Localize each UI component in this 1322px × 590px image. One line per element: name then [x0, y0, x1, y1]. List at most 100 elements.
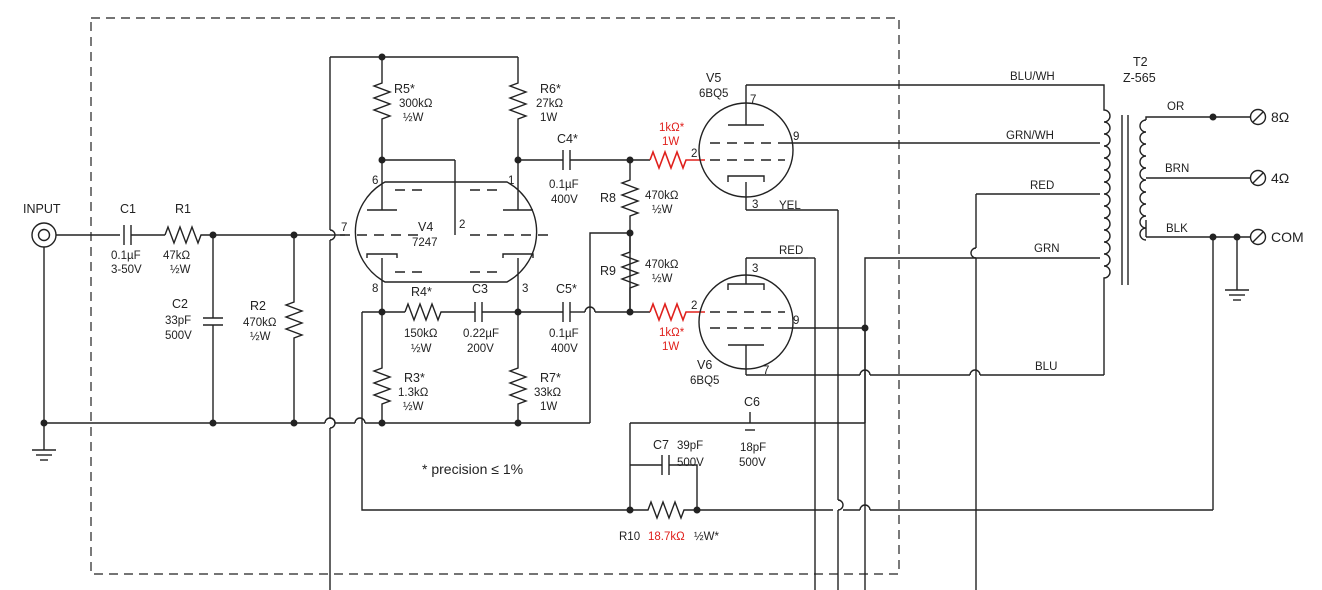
wire-or: OR	[1167, 101, 1184, 113]
c3-name: C3	[472, 282, 488, 296]
r9-rating: ½W	[652, 273, 673, 285]
resistor-r2	[284, 235, 304, 423]
resistor-r8	[620, 160, 640, 312]
r8-value: 470kΩ	[645, 190, 679, 202]
r3-value: 1.3kΩ	[398, 387, 429, 399]
r5-name: R5*	[394, 82, 415, 96]
r4-name: R4*	[411, 285, 432, 299]
v4-type: 7247	[412, 237, 438, 249]
capacitor-c7	[630, 455, 698, 510]
rg6-value: 1kΩ*	[659, 327, 685, 339]
c3-rating: 200V	[467, 343, 494, 355]
v4-name: V4	[418, 220, 433, 234]
r8-name: R8	[600, 191, 616, 205]
tube-v4	[330, 159, 553, 312]
t2-part: Z-565	[1123, 71, 1156, 85]
c3-value: 0.22µF	[463, 328, 499, 340]
junction-dots	[40, 53, 1241, 514]
rg5-value: 1kΩ*	[659, 122, 685, 134]
r8-rating: ½W	[652, 204, 673, 216]
r1-value: 47kΩ	[163, 250, 191, 262]
r10-value: 18.7kΩ	[648, 531, 685, 543]
precision-note: * precision ≤ 1%	[422, 461, 523, 477]
v5-pin-7: 7	[750, 94, 756, 106]
rg6-rating: 1W	[662, 341, 679, 353]
terminal-com	[1249, 228, 1267, 246]
ground-symbol-left	[32, 423, 56, 461]
resistor-r7	[508, 312, 528, 423]
capacitor-c4	[518, 150, 650, 170]
resistor-r5	[372, 57, 392, 160]
r1-name: R1	[175, 202, 191, 216]
c5-value: 0.1µF	[549, 328, 579, 340]
yel-label: YEL	[779, 200, 801, 212]
r9-name: R9	[600, 264, 616, 278]
v4-pin-7: 7	[341, 222, 347, 234]
wire-grn: GRN	[1034, 243, 1060, 255]
r10-rating: ½W*	[694, 531, 719, 543]
v5-type: 6BQ5	[699, 88, 728, 100]
resistor-r9	[620, 233, 640, 312]
r1-rating: ½W	[170, 264, 191, 276]
r3-rating: ½W	[403, 401, 424, 413]
v4-pin-8: 8	[372, 283, 378, 295]
v6-pin-9: 9	[793, 315, 799, 327]
resistor-r1	[164, 225, 330, 245]
c4-rating: 400V	[551, 194, 578, 206]
c6-value: 18pF	[740, 442, 766, 454]
v6-pin-2: 2	[691, 300, 697, 312]
c5-rating: 400V	[551, 343, 578, 355]
r7-rating: 1W	[540, 401, 557, 413]
out-com: COM	[1271, 229, 1304, 245]
resistor-r6	[508, 57, 528, 160]
out-4ohm: 4Ω	[1271, 170, 1289, 186]
red2-label: RED	[779, 245, 803, 257]
r3-name: R3*	[404, 371, 425, 385]
wire-blk: BLK	[1166, 223, 1188, 235]
wire-blu-wh: BLU/WH	[1010, 71, 1055, 83]
c7-rating: 500V	[677, 457, 704, 469]
c7-value: 39pF	[677, 440, 703, 452]
rg5-rating: 1W	[662, 136, 679, 148]
c1-value: 0.1µF	[111, 250, 141, 262]
v4-pin-2: 2	[459, 219, 465, 231]
r4-rating: ½W	[411, 343, 432, 355]
grid-resistor-v5	[649, 149, 705, 171]
resistor-r4	[404, 302, 475, 322]
tube-v6	[698, 257, 1104, 376]
r5-rating: ½W	[403, 112, 424, 124]
v5-name: V5	[706, 71, 721, 85]
v5-pin-3: 3	[752, 199, 758, 211]
c1-name: C1	[120, 202, 136, 216]
resistor-r10	[630, 237, 1214, 520]
ground-symbol-right	[1225, 237, 1249, 301]
v5-pin-2: 2	[691, 148, 697, 160]
capacitor-c5	[562, 302, 650, 322]
v5-pin-9: 9	[793, 131, 799, 143]
wire-grn-wh: GRN/WH	[1006, 130, 1054, 142]
wire-blu: BLU	[1035, 361, 1057, 373]
v6-pin-3: 3	[752, 263, 758, 275]
v4-pin-1: 1	[508, 175, 514, 187]
v4-pin-6: 6	[372, 175, 378, 187]
capacitor-c6	[629, 412, 751, 510]
terminal-4ohm	[1249, 169, 1267, 187]
c6-name: C6	[744, 395, 760, 409]
v6-type: 6BQ5	[690, 375, 719, 387]
r7-name: R7*	[540, 371, 561, 385]
r2-name: R2	[250, 299, 266, 313]
r6-rating: 1W	[540, 112, 557, 124]
terminal-8ohm	[1249, 108, 1267, 126]
c6-rating: 500V	[739, 457, 766, 469]
c2-name: C2	[172, 297, 188, 311]
c2-rating: 500V	[165, 330, 192, 342]
capacitor-c3	[474, 302, 563, 322]
capacitor-c2	[203, 235, 223, 423]
r4-value: 150kΩ	[404, 328, 438, 340]
r6-name: R6*	[540, 82, 561, 96]
v6-pin-7: 7	[763, 365, 769, 377]
capacitor-c1	[123, 225, 165, 245]
t2-name: T2	[1133, 55, 1148, 69]
r6-value: 27kΩ	[536, 98, 564, 110]
